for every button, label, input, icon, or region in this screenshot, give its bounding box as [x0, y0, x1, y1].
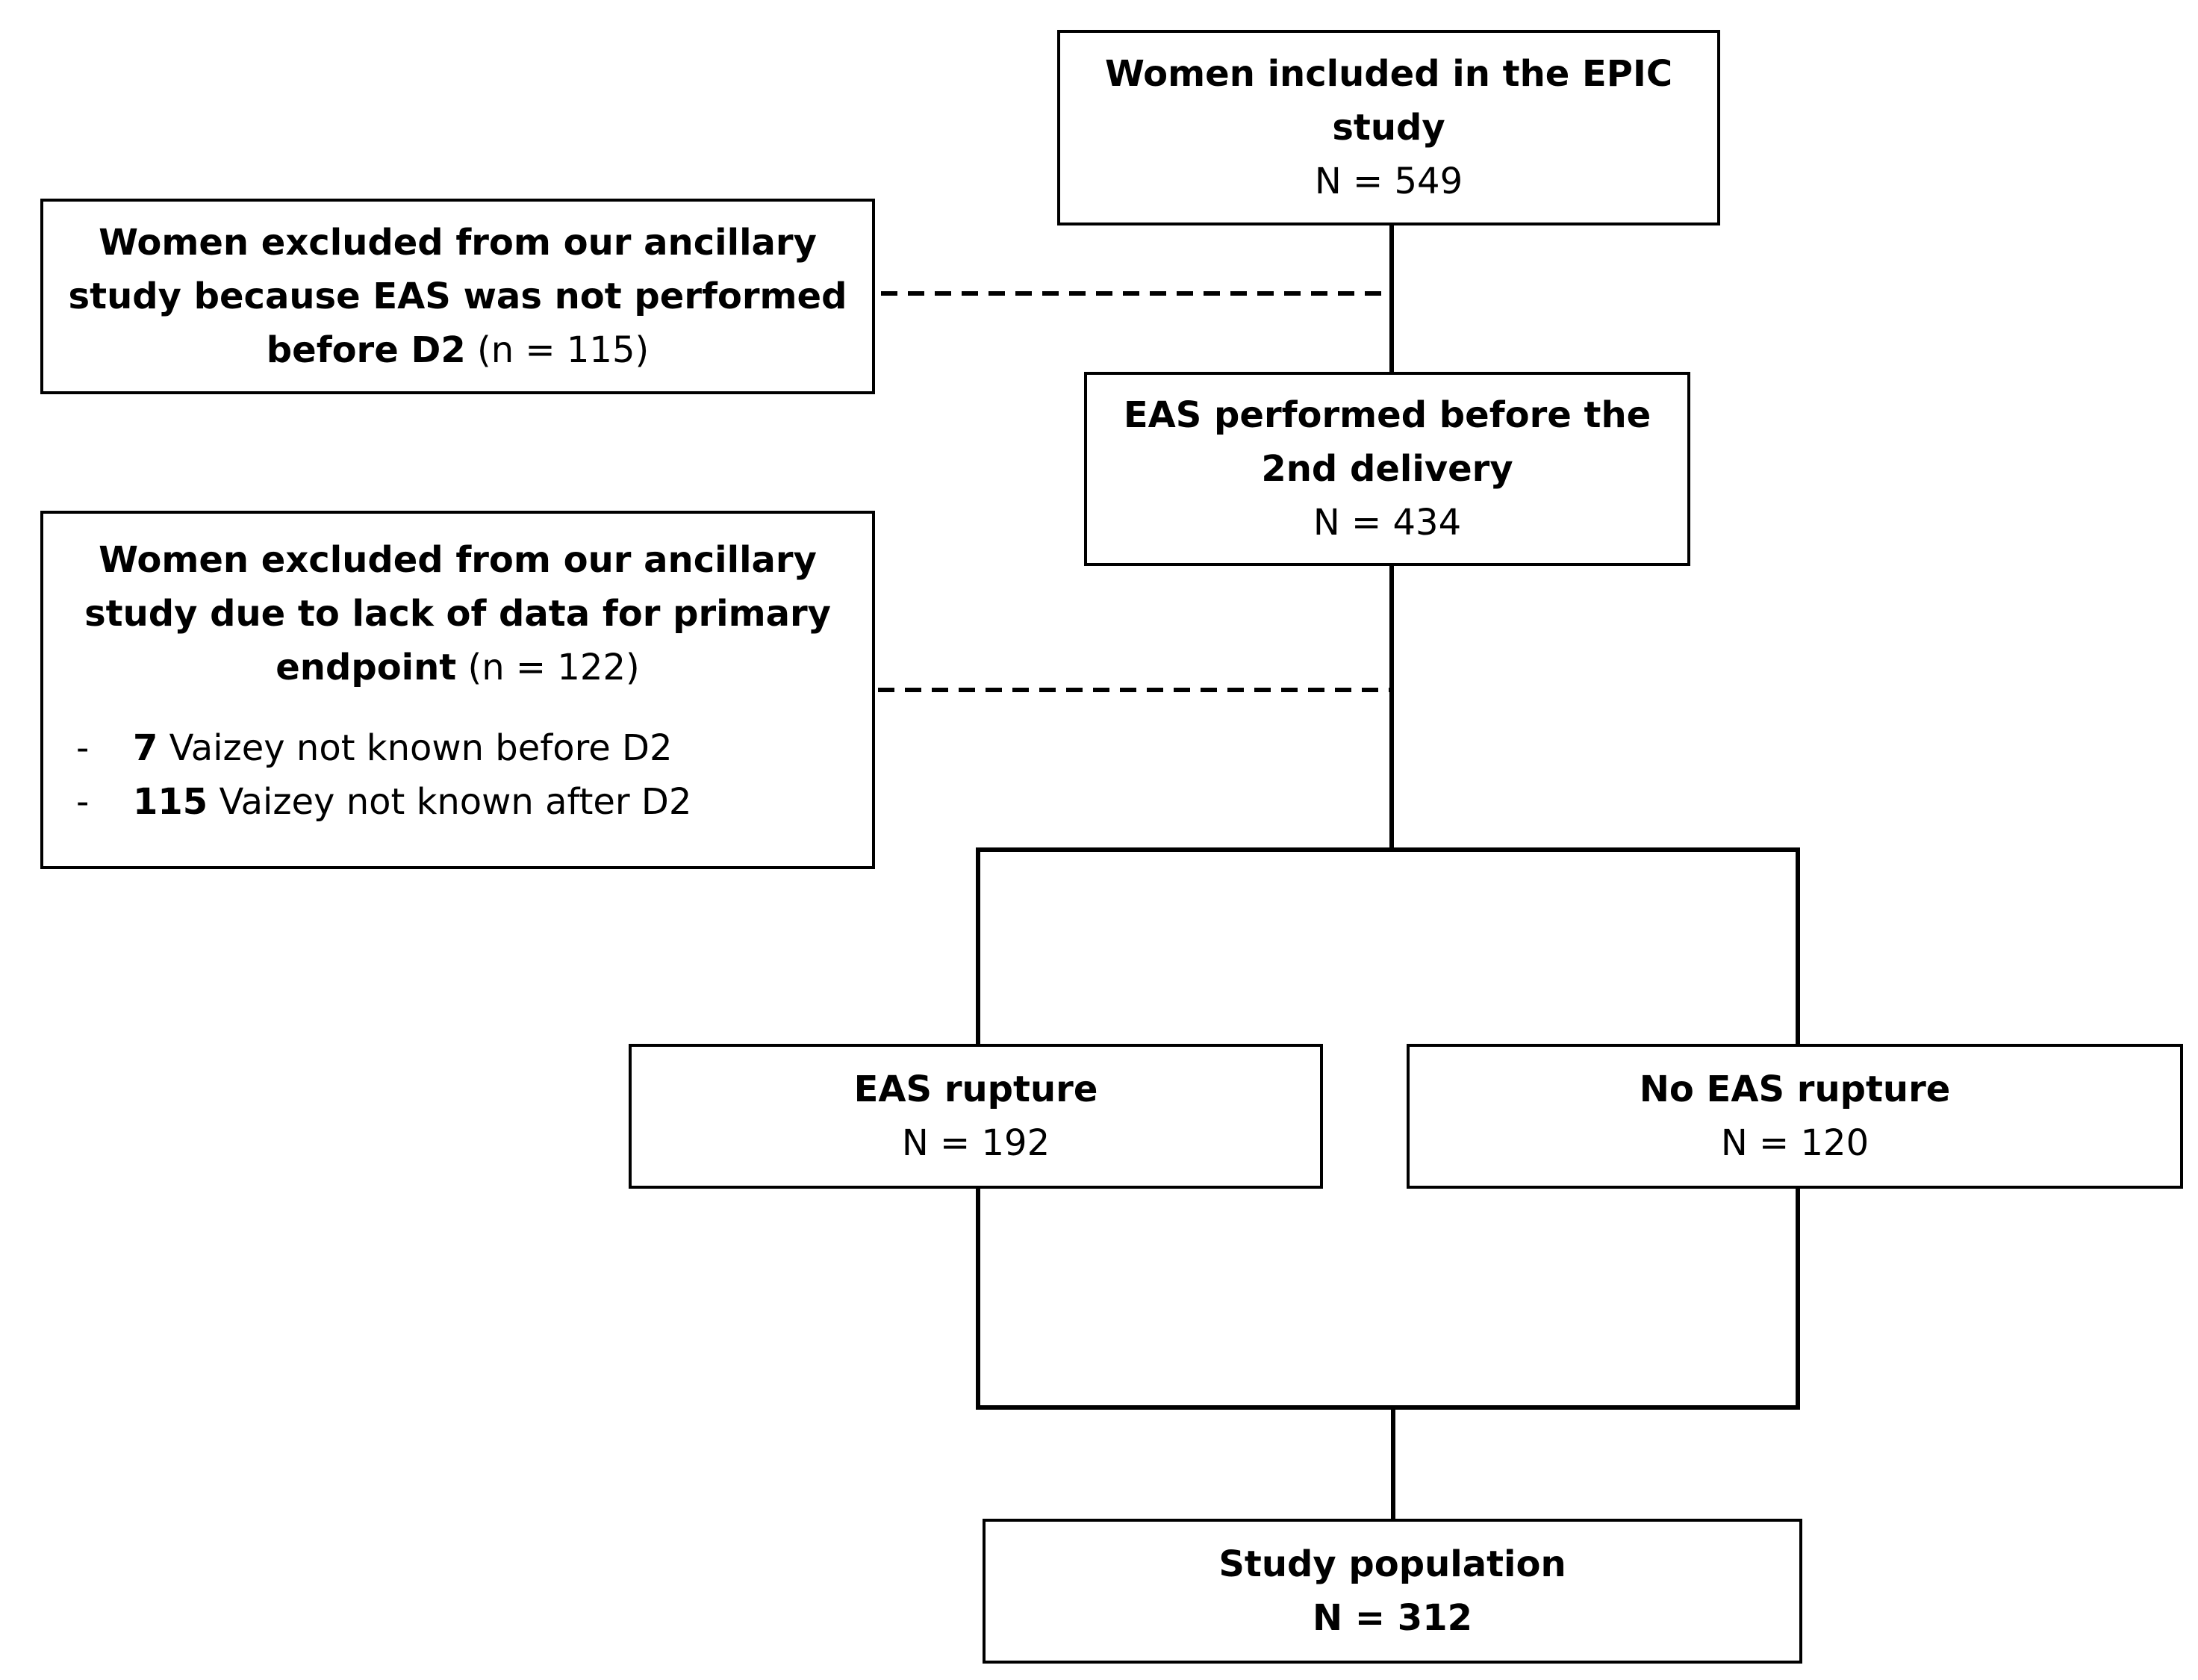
- exclusion-2-bullets: - 7 Vaizey not known before D2 - 115 Vaize…: [43, 721, 872, 829]
- epic-cohort-box: Women included in the EPIC study N = 549: [1057, 30, 1720, 225]
- epic-count: N = 549: [1314, 161, 1463, 202]
- eas-rupture-box: EAS rupture N = 192: [629, 1044, 1323, 1189]
- bullet-item: - 115 Vaizey not known after D2: [43, 775, 872, 829]
- exclusion-2-line2: study due to lack of data for primary: [84, 593, 831, 635]
- bullet-text: Vaizey not known before D2: [158, 727, 673, 769]
- epic-title-line2: study: [1332, 107, 1445, 149]
- population-title: Study population: [1218, 1543, 1566, 1585]
- no-eas-rupture-box: No EAS rupture N = 120: [1407, 1044, 2183, 1189]
- bullet-number: 7: [133, 727, 158, 769]
- exclusion-1-line3-bold: before D2: [266, 329, 466, 371]
- eas-title-line2: 2nd delivery: [1261, 448, 1513, 490]
- population-count: N = 312: [1312, 1597, 1472, 1639]
- exclusion-2-count: (n = 122): [456, 647, 640, 688]
- exclusion-1-count: (n = 115): [465, 329, 650, 371]
- no-rupture-count: N = 120: [1720, 1122, 1869, 1164]
- exclusion-no-eas-box: Women excluded from our ancillary study …: [40, 199, 875, 394]
- exclusion-1-line1: Women excluded from our ancillary: [99, 222, 817, 264]
- exclusion-2-line1: Women excluded from our ancillary: [99, 539, 817, 581]
- bullet-dash: -: [76, 781, 90, 823]
- rupture-title: EAS rupture: [853, 1068, 1098, 1110]
- bullet-text: Vaizey not known after D2: [208, 781, 692, 823]
- exclusion-1-line2: study because EAS was not performed: [68, 276, 847, 317]
- study-population-box: Study population N = 312: [983, 1519, 1802, 1664]
- eas-title-line1: EAS performed before the: [1123, 394, 1651, 436]
- exclusion-2-line3-bold: endpoint: [275, 647, 457, 688]
- exclusion-missing-data-box: Women excluded from our ancillary study …: [40, 511, 875, 869]
- no-rupture-title: No EAS rupture: [1639, 1068, 1951, 1110]
- epic-title-line1: Women included in the EPIC: [1104, 53, 1673, 95]
- eas-count: N = 434: [1313, 502, 1462, 544]
- bullet-item: - 7 Vaizey not known before D2: [43, 721, 872, 775]
- rupture-count: N = 192: [901, 1122, 1050, 1164]
- exclusion-2-line3: endpoint (n = 122): [275, 641, 639, 694]
- eas-performed-box: EAS performed before the 2nd delivery N …: [1084, 372, 1690, 566]
- bullet-number: 115: [133, 781, 208, 823]
- exclusion-1-line3: before D2 (n = 115): [267, 323, 649, 377]
- bullet-dash: -: [76, 727, 90, 769]
